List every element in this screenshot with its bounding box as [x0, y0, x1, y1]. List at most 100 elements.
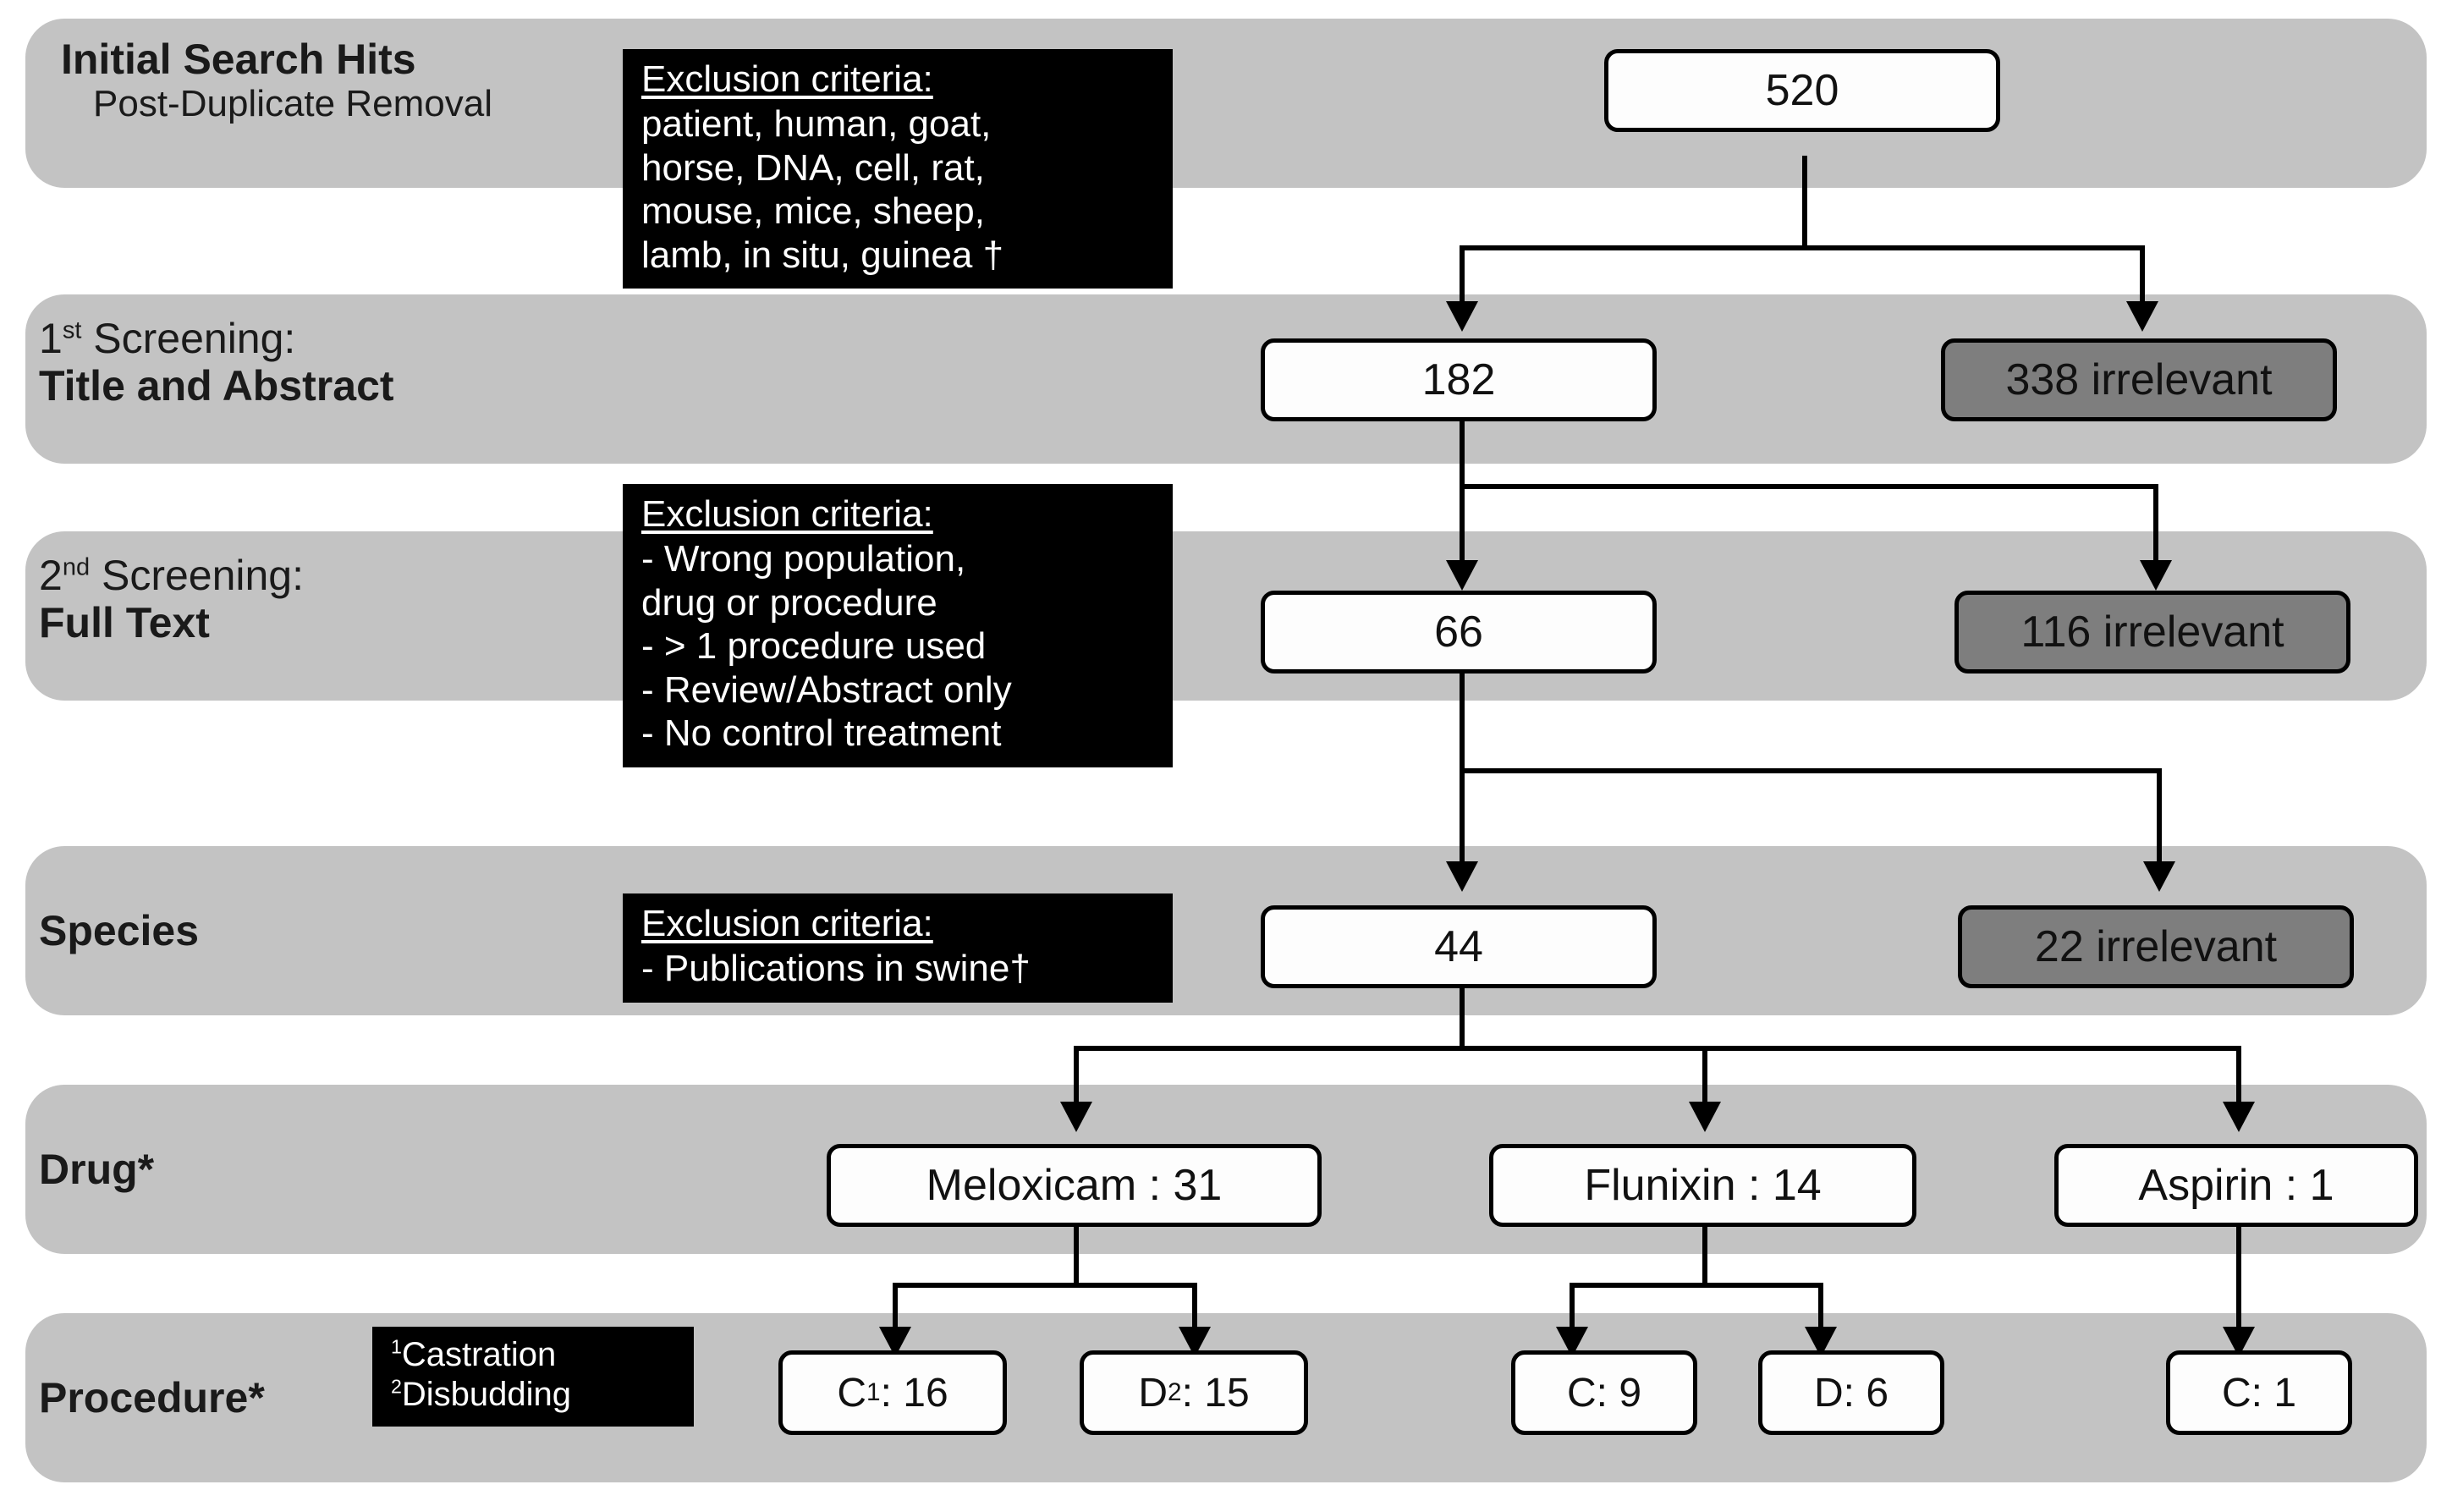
- connector-aspirin-drop: [2236, 1046, 2241, 1119]
- arrow-to-66: [1446, 560, 1478, 591]
- node-screen1-excluded[interactable]: 338 irrelevant: [1941, 338, 2337, 421]
- proc-mel-c-value: : 16: [880, 1370, 948, 1416]
- stage-label-procedure: Procedure*: [39, 1374, 265, 1421]
- proc-mel-d-superscript: 2: [1168, 1378, 1182, 1406]
- proc-flu-c-value: : 9: [1596, 1370, 1642, 1416]
- stage-label-initial-search-hits: Initial Search Hits Post-Duplicate Remov…: [61, 36, 492, 124]
- note-1-title: Exclusion criteria:: [641, 58, 933, 100]
- connector-meloxicam-down: [1074, 1225, 1079, 1286]
- note-2-line-4: - Review/Abstract only: [641, 668, 1012, 711]
- stage-title-screening1: 1st Screening:: [39, 315, 296, 362]
- stage-title-species: Species: [39, 907, 200, 954]
- proc-flu-d-value: : 6: [1843, 1370, 1889, 1416]
- note-2-line-1: - Wrong population,: [641, 538, 966, 580]
- note-1-line-4: lamb, in situ, guinea †: [641, 234, 1004, 276]
- proc-flu-d-letter: D: [1813, 1370, 1844, 1416]
- node-species-included[interactable]: 44: [1261, 905, 1657, 988]
- exclusion-criteria-note-3: Exclusion criteria: - Publications in sw…: [623, 893, 1173, 1003]
- connector-66-drop: [1460, 484, 1465, 575]
- proc-asp-c-letter: C: [2221, 1370, 2251, 1416]
- connector-66-split: [1460, 768, 2162, 773]
- connector-mel-d-drop: [1192, 1283, 1197, 1344]
- node-screen1-included[interactable]: 182: [1261, 338, 1657, 421]
- stage-label-first-screening: 1st Screening: Title and Abstract: [39, 315, 394, 410]
- connector-flu-d-drop: [1818, 1283, 1823, 1344]
- connector-182-split: [1460, 484, 2158, 489]
- stage-label-drug: Drug*: [39, 1146, 154, 1193]
- ordinal-suffix-st: st: [62, 316, 82, 344]
- arrow-to-116: [2140, 560, 2172, 591]
- arrow-to-flunixin: [1689, 1102, 1721, 1132]
- connector-flu-c-drop: [1570, 1283, 1575, 1344]
- proc-flu-c-letter: C: [1566, 1370, 1597, 1416]
- connector-meloxicam-split: [893, 1283, 1197, 1288]
- stage-label-second-screening: 2nd Screening: Full Text: [39, 552, 304, 646]
- node-drug-aspirin[interactable]: Aspirin : 1: [2054, 1144, 2418, 1227]
- procedure-key-note: 1Castration 2Disbudding: [372, 1327, 694, 1427]
- stage-label-species: Species: [39, 907, 199, 954]
- procedure-key-line-1: 1Castration: [391, 1335, 557, 1373]
- exclusion-criteria-note-2: Exclusion criteria: - Wrong population, …: [623, 484, 1173, 767]
- proc-mel-c-superscript: 1: [866, 1378, 881, 1406]
- arrow-to-22: [2143, 861, 2175, 892]
- node-proc-aspirin-castration[interactable]: C : 1: [2166, 1350, 2352, 1435]
- connector-182-drop: [1460, 245, 1465, 315]
- exclusion-criteria-note-1: Exclusion criteria: patient, human, goat…: [623, 49, 1173, 289]
- node-screen2-included[interactable]: 66: [1261, 591, 1657, 674]
- arrow-to-meloxicam: [1060, 1102, 1092, 1132]
- procedure-key-line-2: 2Disbudding: [391, 1375, 572, 1413]
- node-drug-flunixin[interactable]: Flunixin : 14: [1489, 1144, 1916, 1227]
- note-1-line-1: patient, human, goat,: [641, 103, 992, 146]
- connector-520-down: [1802, 156, 1807, 249]
- connector-meloxicam-drop: [1074, 1046, 1079, 1119]
- connector-66-down: [1460, 673, 1465, 772]
- arrow-to-338: [2126, 301, 2158, 332]
- node-proc-flunixin-disbudding[interactable]: D : 6: [1758, 1350, 1944, 1435]
- stage-title-initial: Initial Search Hits: [61, 36, 416, 83]
- connector-44-down: [1460, 988, 1465, 1049]
- proc-mel-d-value: : 15: [1181, 1370, 1250, 1416]
- stage-title-screening2: 2nd Screening:: [39, 552, 305, 599]
- band-initial-search: [25, 19, 2427, 188]
- stage-title-drug: Drug*: [39, 1146, 155, 1193]
- proc-asp-c-value: : 1: [2251, 1370, 2297, 1416]
- node-proc-flunixin-castration[interactable]: C : 9: [1511, 1350, 1697, 1435]
- note-2-title: Exclusion criteria:: [641, 493, 933, 535]
- connector-44-drop: [1460, 768, 1465, 877]
- note-2-line-5: - No control treatment: [641, 712, 1002, 755]
- stage-title-procedure: Procedure*: [39, 1374, 265, 1421]
- connector-338-drop: [2140, 245, 2145, 315]
- node-total-hits[interactable]: 520: [1604, 49, 2000, 132]
- footnote-marker-1: 1: [391, 1335, 402, 1358]
- note-1-line-3: mouse, mice, sheep,: [641, 190, 985, 233]
- note-3-title: Exclusion criteria:: [641, 903, 933, 944]
- proc-mel-c-letter: C: [837, 1370, 867, 1416]
- arrow-to-182: [1446, 301, 1478, 332]
- connector-aspirin-down: [2236, 1225, 2241, 1344]
- node-species-excluded[interactable]: 22 irrelevant: [1958, 905, 2354, 988]
- node-drug-meloxicam[interactable]: Meloxicam : 31: [827, 1144, 1322, 1227]
- connector-mel-c-drop: [893, 1283, 898, 1344]
- footnote-marker-2: 2: [391, 1375, 402, 1398]
- node-screen2-excluded[interactable]: 116 irrelevant: [1954, 591, 2350, 674]
- stage-sub-initial: Post-Duplicate Removal: [93, 83, 492, 124]
- connector-520-split: [1460, 245, 2145, 250]
- note-2-line-3: - > 1 procedure used: [641, 625, 987, 668]
- connector-flunixin-down: [1702, 1225, 1707, 1286]
- arrow-to-aspirin: [2223, 1102, 2255, 1132]
- arrow-to-44: [1446, 861, 1478, 892]
- note-3-line-1: - Publications in swine†: [641, 948, 1031, 990]
- note-1-line-2: horse, DNA, cell, rat,: [641, 146, 985, 189]
- connector-flunixin-drop: [1702, 1046, 1707, 1119]
- connector-116-drop: [2153, 484, 2158, 575]
- connector-flunixin-split: [1570, 1283, 1823, 1288]
- proc-mel-d-letter: D: [1138, 1370, 1168, 1416]
- connector-22-drop: [2157, 768, 2162, 877]
- note-2-line-2: drug or procedure: [641, 581, 937, 624]
- stage-sub-screening2: Full Text: [39, 599, 210, 646]
- stage-sub-screening1: Title and Abstract: [39, 362, 394, 410]
- connector-182-down: [1460, 421, 1465, 488]
